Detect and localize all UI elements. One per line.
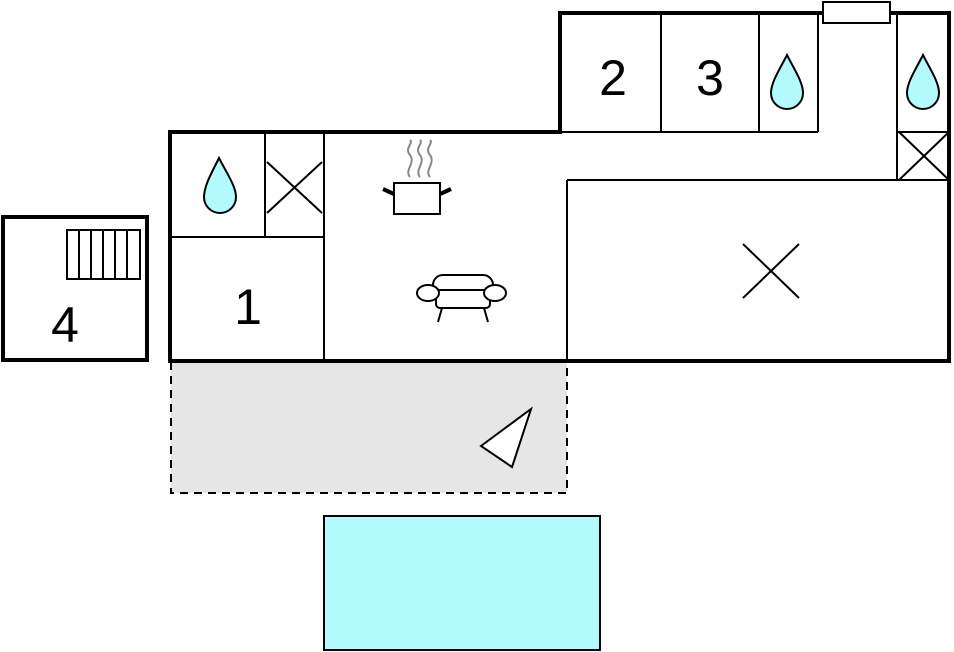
pool [323,515,601,651]
room-label-2: 2 [599,50,627,106]
sofa-icon [416,274,507,323]
terrace-border [170,362,568,494]
water-drop-icon [905,52,941,110]
terrace-marker-icon [479,406,533,469]
terrace [171,362,567,493]
room-label-1: 1 [234,279,262,335]
cooking-pot-icon [382,139,452,215]
room-label-3: 3 [696,50,724,106]
window-icon [822,1,891,24]
water-drop-icon [202,155,238,214]
room-label-4: 4 [51,297,79,353]
cross-icon [742,243,800,299]
water-drop-icon [769,52,805,110]
building-outline [168,11,951,363]
cross-icon [266,161,323,214]
cross-icon [898,131,950,181]
outbuilding [1,215,149,362]
stairs-icon [66,229,141,280]
